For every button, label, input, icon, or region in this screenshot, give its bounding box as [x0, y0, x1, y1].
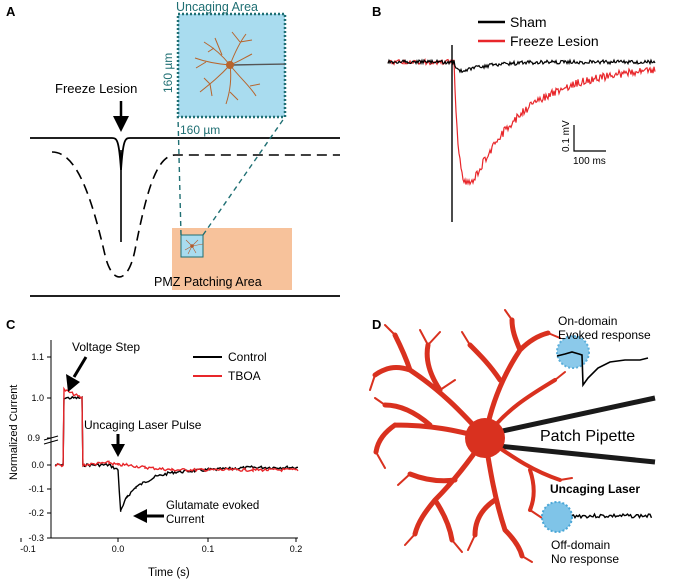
panel-a: A Freeze Lesion PMZ Patching Area	[6, 0, 340, 297]
y-tick-7: -0.3	[28, 533, 44, 543]
small-neuron-icon	[184, 239, 204, 255]
voltage-step-arrow-head	[66, 374, 80, 392]
uncaging-area-label: Uncaging Area	[176, 0, 258, 14]
laser-pulse-arrow-head	[111, 444, 125, 457]
white-matter-dashed-line	[51, 151, 340, 278]
scale-bar	[573, 125, 606, 152]
evoked-label-2: Current	[166, 514, 205, 526]
x-tick-4: 0.2	[290, 544, 303, 554]
on-domain-response-trace	[556, 351, 649, 388]
x-tick-2: 0.0	[112, 544, 125, 554]
on-domain-label-2: Evoked response	[558, 328, 651, 342]
axis-break-2	[43, 439, 59, 445]
panel-b: B Sham Freeze Lesion 0.1 mV 100 ms	[372, 4, 656, 222]
x-axis-label: Time (s)	[148, 567, 190, 579]
on-domain-label-1: On-domain	[558, 314, 617, 328]
voltage-step-label: Voltage Step	[72, 340, 140, 354]
small-neuron-soma	[190, 244, 194, 248]
zoom-line-right	[202, 116, 286, 236]
freeze-lesion-trace	[387, 57, 656, 186]
off-domain-trace	[571, 512, 653, 520]
y-tick-6: -0.2	[28, 508, 44, 518]
legend-control-label: Control	[228, 350, 267, 364]
y-tick-2: 1.0	[31, 393, 44, 403]
panel-d-letter: D	[372, 317, 381, 332]
off-domain-label-2: No response	[551, 552, 619, 566]
legend-sham-label: Sham	[510, 14, 547, 30]
off-domain-label-1: Off-domain	[551, 538, 610, 552]
panel-c-letter: C	[6, 317, 16, 332]
patch-pipette	[497, 395, 656, 465]
uncaging-area-border	[176, 12, 287, 119]
freeze-lesion-arrow-head	[113, 116, 129, 132]
scale-bar-horizontal-label: 100 ms	[573, 156, 606, 167]
patch-pipette-label: Patch Pipette	[540, 428, 635, 445]
neuron-soma	[465, 418, 505, 458]
voltage-step-arrow-shaft	[72, 356, 88, 378]
y-tick-1: 1.1	[31, 352, 44, 362]
tboa-trace	[54, 386, 299, 473]
off-domain-laser-spot	[541, 501, 573, 533]
y-tick-5: -0.1	[28, 484, 44, 494]
y-tick-4: 0.0	[31, 460, 44, 470]
zoom-line-left	[177, 116, 182, 236]
scale-bar-vertical-label: 0.1 mV	[561, 120, 572, 152]
evoked-label-1: Glutamate evoked	[166, 500, 259, 512]
cortex-surface-line	[30, 137, 340, 171]
x-ticks: 0.0 0.1 0.2 -0.1	[20, 538, 302, 554]
uncaging-size-horizontal: 160 µm	[180, 123, 220, 137]
sham-trace	[387, 58, 656, 74]
y-ticks: 1.1 1.0 0.9 0.0 -0.1 -0.2 -0.3	[27, 352, 51, 543]
laser-pulse-label: Uncaging Laser Pulse	[84, 418, 202, 432]
panel-a-letter: A	[6, 4, 16, 19]
uncaging-neuron-soma	[226, 61, 234, 69]
uncaging-laser-label: Uncaging Laser	[550, 482, 640, 496]
pmz-patching-label: PMZ Patching Area	[154, 275, 262, 289]
y-tick-3: 0.9	[27, 433, 40, 443]
panel-c: C 1.1 1.0 0.9 0.0 -0.1 -0.2 -0.3 0.0 0.1…	[6, 317, 302, 579]
panel-d: D On-domain Evoked response Patch Pipett…	[369, 309, 656, 566]
x-tick-1: -0.1	[20, 544, 36, 554]
uncaging-size-vertical: 160 µm	[161, 53, 175, 93]
neuron-dendrites	[369, 309, 573, 563]
y-axis-label: Normalized Current	[8, 385, 20, 480]
legend-freeze-label: Freeze Lesion	[510, 33, 599, 49]
x-tick-3: 0.1	[202, 544, 215, 554]
uncaging-pipette-line	[231, 63, 285, 66]
evoked-arrow-head	[133, 509, 147, 523]
legend-tboa-label: TBOA	[228, 369, 261, 383]
freeze-lesion-label: Freeze Lesion	[55, 81, 137, 96]
panel-b-letter: B	[372, 4, 381, 19]
control-trace	[54, 395, 299, 512]
